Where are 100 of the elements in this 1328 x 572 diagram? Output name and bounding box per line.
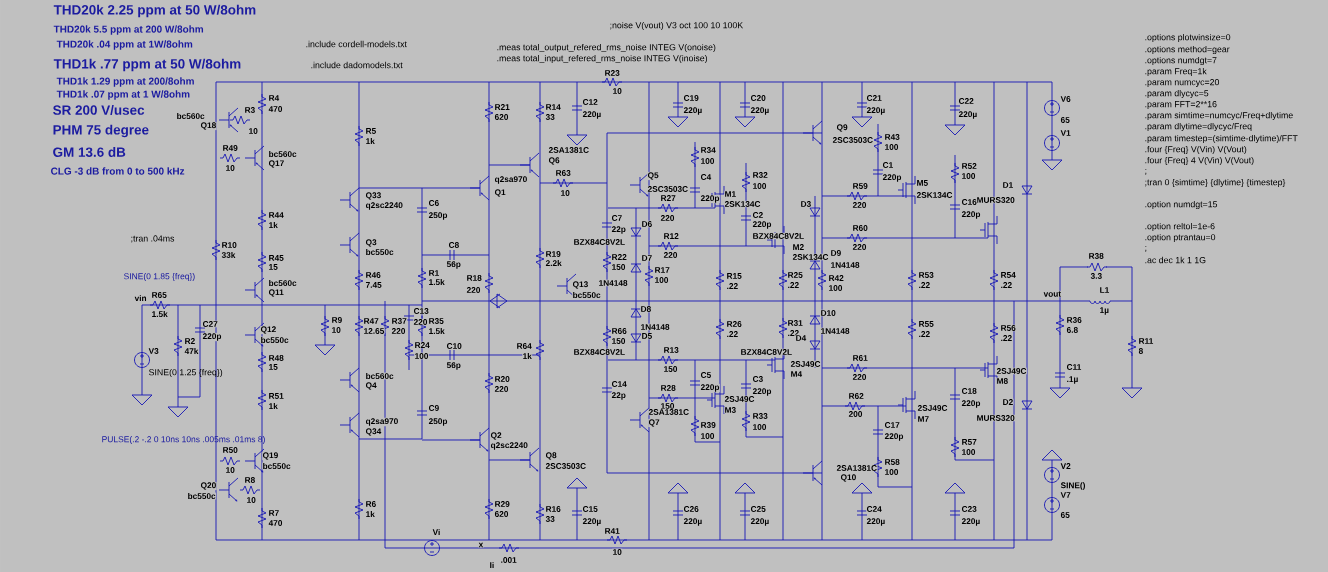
- component-label: 220p: [961, 399, 981, 409]
- component-label: Q2: [490, 431, 503, 441]
- component-label: R34: [700, 146, 717, 154]
- spice-directive: .ac dec 1k 1 1G: [1145, 256, 1206, 264]
- component-label: 220µ: [961, 517, 981, 527]
- component-label: R29: [494, 500, 511, 508]
- component-label: V1: [1060, 129, 1072, 137]
- component-label: Q6: [548, 156, 561, 166]
- component-label: 2SA1381C: [836, 464, 878, 472]
- component-label: vin: [134, 294, 147, 302]
- component-label: x: [478, 542, 484, 548]
- component-label: R21: [494, 103, 511, 111]
- component-label: R59: [852, 182, 869, 190]
- component-label: 10: [612, 548, 623, 556]
- component-label: R2: [184, 337, 196, 345]
- spice-directive: .meas total_input_refered_rms_noise INTEG V(inoise): [497, 54, 708, 64]
- component-label: C10: [446, 342, 463, 350]
- component-label: MURS320: [976, 414, 1016, 422]
- component-label: vout: [1043, 290, 1062, 298]
- spec-note: THD1k 1.29 ppm at 200/8ohm: [56, 77, 194, 87]
- component-label: M1: [724, 190, 737, 198]
- component-label: 1k: [268, 402, 279, 410]
- component-label: C23: [961, 505, 978, 513]
- component-label: 220p: [700, 383, 720, 393]
- component-label: 220p: [752, 220, 772, 230]
- component-label: R19: [545, 250, 562, 258]
- component-label: 100: [961, 448, 976, 456]
- component-label: R38: [1088, 252, 1105, 260]
- component-label: R54: [1000, 271, 1017, 279]
- component-label: R20: [494, 375, 511, 383]
- spice-directive: .param FFT=2**16: [1145, 101, 1217, 109]
- component-label: C2: [752, 211, 764, 219]
- component-label: bc560c: [268, 150, 298, 158]
- component-label: R62: [848, 392, 865, 400]
- component-label: 10: [225, 164, 236, 172]
- component-label: q2sa970: [365, 417, 399, 427]
- component-label: C19: [683, 94, 700, 102]
- component-label: 220µ: [582, 517, 602, 527]
- component-label: M4: [790, 370, 803, 378]
- component-label: D1: [1002, 181, 1014, 189]
- spice-directive: ;tran .04ms: [131, 235, 175, 243]
- component-label: Q19: [262, 451, 279, 461]
- component-label: .22: [918, 330, 931, 338]
- component-label: C22: [958, 97, 975, 105]
- component-label: R3: [244, 106, 256, 114]
- component-label: q2sc2240: [365, 201, 404, 211]
- component-label: R10: [221, 241, 238, 249]
- component-label: 220: [663, 251, 678, 259]
- component-label: 2SC3503C: [832, 136, 874, 144]
- component-label: 1N4148: [830, 261, 860, 269]
- component-label: M5: [916, 179, 929, 187]
- component-label: R39: [700, 421, 717, 429]
- component-label: 150: [660, 402, 675, 410]
- component-label: R6: [365, 500, 377, 508]
- component-label: Q33: [365, 191, 382, 201]
- component-label: R53: [918, 271, 935, 279]
- component-label: 33k: [221, 251, 236, 259]
- component-label: L1: [1099, 286, 1110, 294]
- component-label: R17: [654, 266, 671, 274]
- spec-note: THD1k .77 ppm at 50 W/8ohm: [53, 58, 241, 72]
- component-label: C26: [683, 505, 700, 513]
- spice-directive: .param simtime=numcyc/Freq+dlytime: [1145, 111, 1293, 121]
- component-label: 220µ: [958, 110, 978, 120]
- component-label: C3: [752, 375, 764, 383]
- component-label: 220: [852, 201, 867, 209]
- component-label: R60: [852, 224, 869, 232]
- component-label: R24: [414, 341, 431, 349]
- spice-directive: ;noise V(vout) V3 oct 100 10 100K: [610, 21, 744, 31]
- component-label: R11: [1138, 337, 1154, 345]
- component-label: 2SJ49C: [917, 404, 948, 412]
- component-label: C20: [750, 94, 767, 102]
- component-label: 10: [560, 189, 571, 197]
- component-label: Q5: [647, 171, 660, 181]
- component-label: Q34: [365, 427, 382, 437]
- component-label: 100: [654, 276, 669, 284]
- component-label: V3: [148, 347, 160, 355]
- component-label: 65: [1060, 511, 1071, 519]
- spec-note: SR 200 V/usec: [53, 105, 145, 115]
- component-label: 2SJ49C: [724, 395, 755, 403]
- component-label: M7: [917, 415, 930, 423]
- spec-note: THD1k .07 ppm at 1 W/8ohm: [56, 90, 190, 100]
- spice-directive: .option reltol=1e-6: [1145, 222, 1215, 232]
- component-label: R32: [752, 171, 769, 179]
- component-label: 2SJ49C: [996, 367, 1027, 375]
- spice-directive: .param Freq=1k: [1145, 67, 1207, 77]
- component-label: 10: [225, 466, 236, 474]
- component-label: V7: [1060, 491, 1072, 499]
- spice-directive: .options numdgt=7: [1145, 56, 1217, 66]
- component-label: 33: [545, 515, 556, 523]
- component-label: 150: [611, 263, 626, 271]
- component-label: 15: [268, 363, 279, 371]
- component-label: 10: [331, 326, 342, 334]
- component-label: R28: [660, 384, 677, 392]
- component-label: 2SC3503C: [647, 185, 689, 193]
- component-label: R51: [268, 392, 285, 400]
- component-label: bc550c: [572, 291, 602, 299]
- component-label: V6: [1060, 95, 1072, 103]
- component-label: 1µ: [1099, 306, 1110, 316]
- component-label: C16: [961, 198, 978, 206]
- component-label: C24: [866, 505, 883, 513]
